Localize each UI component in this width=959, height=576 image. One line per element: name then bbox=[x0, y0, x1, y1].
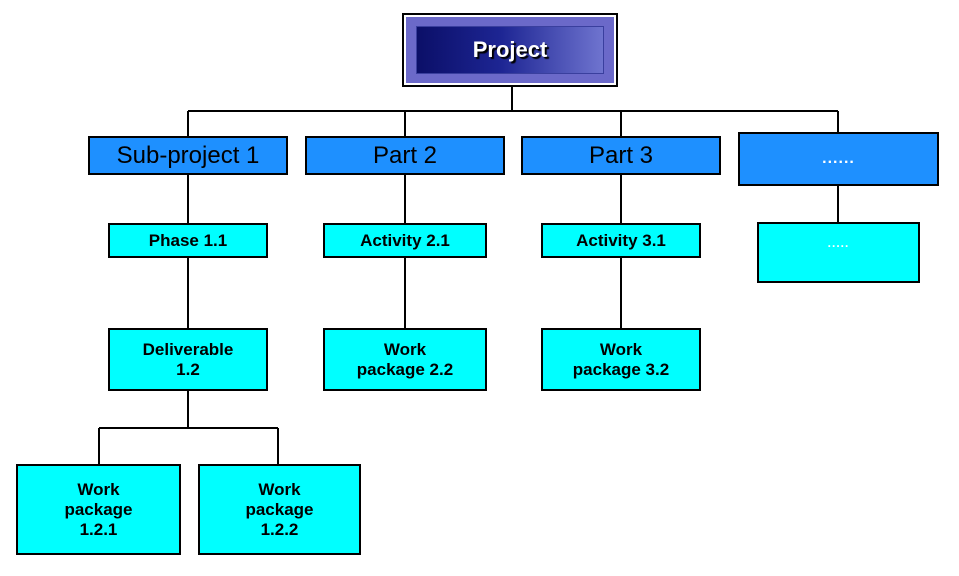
deliverable-1-2-node: Deliverable 1.2 bbox=[108, 328, 268, 391]
deliverable-1-2-label: Deliverable 1.2 bbox=[142, 339, 234, 379]
part-2-node: Part 2 bbox=[305, 136, 505, 175]
phase-1-1-node: Phase 1.1 bbox=[108, 223, 268, 258]
work-package-2-2-label: Work package 2.2 bbox=[356, 339, 454, 379]
work-package-1-2-1-node: Work package 1.2.1 bbox=[16, 464, 181, 555]
ellipsis-part-node: ...... bbox=[738, 132, 939, 186]
part-3-label: Part 3 bbox=[588, 141, 654, 169]
project-node-bevel: Project bbox=[416, 26, 604, 74]
activity-2-1-label: Activity 2.1 bbox=[360, 230, 450, 250]
activity-2-1-node: Activity 2.1 bbox=[323, 223, 487, 258]
phase-1-1-label: Phase 1.1 bbox=[148, 230, 228, 250]
work-package-2-2-node: Work package 2.2 bbox=[323, 328, 487, 391]
work-package-1-2-2-node: Work package 1.2.2 bbox=[198, 464, 361, 555]
project-node: Project bbox=[402, 13, 618, 87]
part-2-label: Part 2 bbox=[372, 141, 438, 169]
project-label: Project bbox=[472, 37, 548, 62]
ellipsis-part-label: ...... bbox=[822, 150, 855, 167]
work-package-1-2-2-label: Work package 1.2.2 bbox=[245, 479, 314, 539]
sub-project-1-node: Sub-project 1 bbox=[88, 136, 288, 175]
ellipsis-activity-label: ..... bbox=[827, 236, 850, 250]
work-package-3-2-node: Work package 3.2 bbox=[541, 328, 701, 391]
work-package-3-2-label: Work package 3.2 bbox=[572, 339, 670, 379]
sub-project-1-label: Sub-project 1 bbox=[116, 141, 260, 169]
activity-3-1-label: Activity 3.1 bbox=[576, 230, 666, 250]
work-package-1-2-1-label: Work package 1.2.1 bbox=[64, 479, 133, 539]
activity-3-1-node: Activity 3.1 bbox=[541, 223, 701, 258]
part-3-node: Part 3 bbox=[521, 136, 721, 175]
ellipsis-activity-node: ..... bbox=[757, 222, 920, 283]
